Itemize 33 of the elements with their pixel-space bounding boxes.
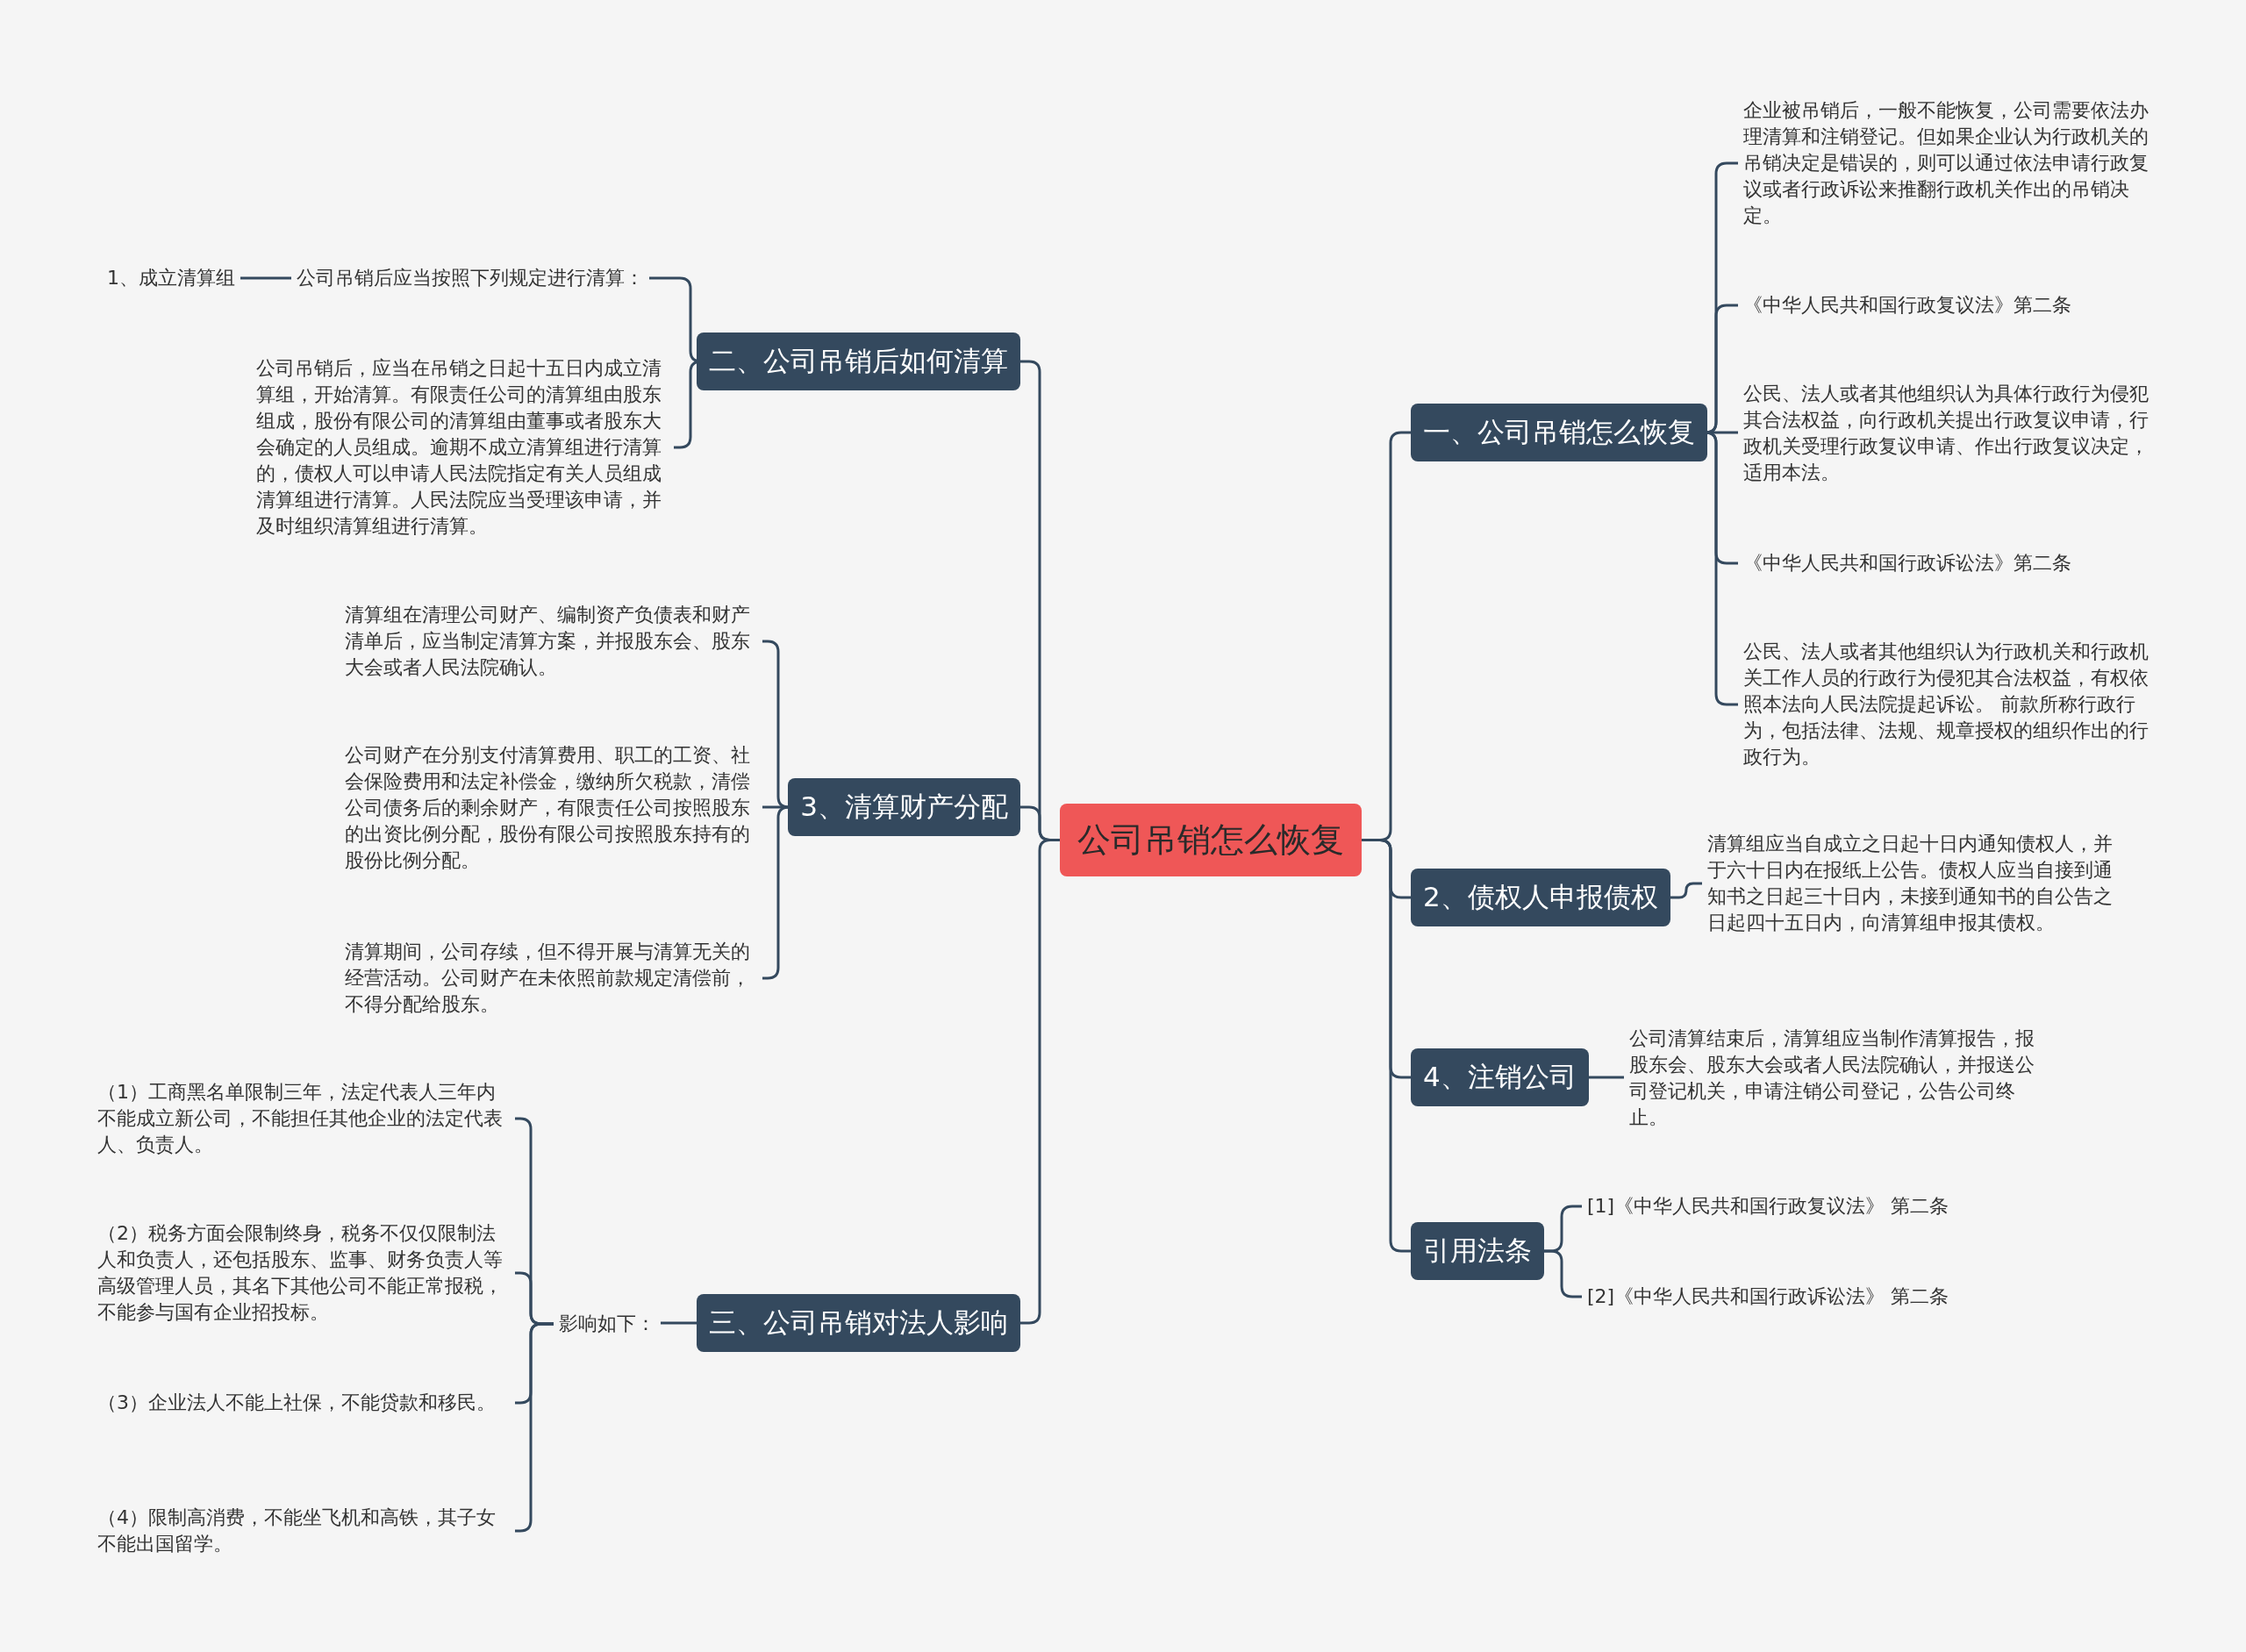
connector-line [1670,882,1702,899]
connector-line [1588,1076,1624,1079]
topic-text: 企业被吊销后，一般不能恢复，公司需要依法办理清算和注销登记。但如果企业认为行政机关的吊销决定是错误的，则可以通过依法申请行政复议或者行政诉讼来推翻行政机关作出的吊销决定。 [1738,96,2161,231]
topic-text: 清算期间，公司存续，但不得开展与清算无关的经营活动。公司财产在未依照前款规定清偿前，不得分配给股东。 [340,937,762,1019]
topic-text: 公司财产在分别支付清算费用、职工的工资、社会保险费用和法定补偿金，缴纳所欠税款，清偿公司债务后的剩余财产，有限责任公司按照股东的出资比例分配，股份有限公司按照股东持有的股份比例分配。 [340,740,762,876]
topic-text: 公司清算结束后，清算组应当制作清算报告，报股东会、股东大会或者人民法院确认，并报送公司登记机关，申请注销公司登记，公告公司终止。 [1624,1024,2047,1133]
topic-text: [1]《中华人民共和国行政复议法》 第二条 [1582,1191,1955,1221]
central-topic-box: 公司吊销怎么恢复 [1060,804,1362,876]
topic-box: 二、公司吊销后如何清算 [697,333,1020,390]
topic-text: [2]《中华人民共和国行政诉讼法》 第二条 [1582,1282,1955,1312]
topic-text: （4）限制高消费，不能坐飞机和高铁，其子女不能出国留学。 [92,1503,515,1559]
topic-text: （2）税务方面会限制终身，税务不仅仅限制法人和负责人，还包括股东、监事、财务负责人等高级管理人员，其名下其他公司不能正常报税，不能参与国有企业招投标。 [92,1219,515,1327]
topic-text: 公司吊销后，应当在吊销之日起十五日内成立清算组，开始清算。有限责任公司的清算组由股东组成，股份有限公司的清算组由董事或者股东大会确定的人员组成。逾期不成立清算组进行清算的，债权人可以申请人民法院指定有关人员组成清算组进行清算。人民法院应当受理该申请，并及时组织清算组进行清算。 [251,354,674,541]
topic-box: 3、清算财产分配 [788,778,1020,836]
topic-text: 公司吊销后应当按照下列规定进行清算： [291,263,649,293]
topic-text: 公民、法人或者其他组织认为具体行政行为侵犯其合法权益，向行政机关提出行政复议申请，行政机关受理行政复议申请、作出行政复议决定，适用本法。 [1738,379,2161,488]
topic-box: 2、债权人申报债权 [1411,869,1670,926]
topic-box: 三、公司吊销对法人影响 [697,1294,1020,1352]
topic-box: 一、公司吊销怎么恢复 [1411,404,1707,461]
connector-line [1362,839,1411,1253]
topic-box: 引用法条 [1411,1222,1544,1280]
topic-text: （3）企业法人不能上社保，不能贷款和移民。 [92,1388,515,1418]
topic-text: （1）工商黑名单限制三年，法定代表人三年内不能成立新公司，不能担任其他企业的法定代表人、负责人。 [92,1077,515,1160]
topic-text: 清算组应当自成立之日起十日内通知债权人，并于六十日内在报纸上公告。债权人应当自接到通知书之日起三十日内，未接到通知书的自公告之日起四十五日内，向清算组申报其债权。 [1702,829,2125,938]
topic-text: 影响如下： [554,1309,661,1339]
topic-text: 清算组在清理公司财产、编制资产负债表和财产清单后，应当制定清算方案，并报股东会、股东大会或者人民法院确认。 [340,600,762,683]
topic-text: 1、成立清算组 [102,263,240,293]
topic-text: 《中华人民共和国行政诉讼法》第二条 [1738,548,2077,578]
connector-line [240,276,291,280]
topic-text: 《中华人民共和国行政复议法》第二条 [1738,290,2077,320]
topic-box: 4、注销公司 [1411,1048,1589,1106]
connector-line [661,1321,697,1325]
topic-text: 公民、法人或者其他组织认为行政机关和行政机关工作人员的行政行为侵犯其合法权益，有权依照本法向人民法院提起诉讼。 前款所称行政行为，包括法律、法规、规章授权的组织作出的行政行为。 [1738,637,2161,772]
